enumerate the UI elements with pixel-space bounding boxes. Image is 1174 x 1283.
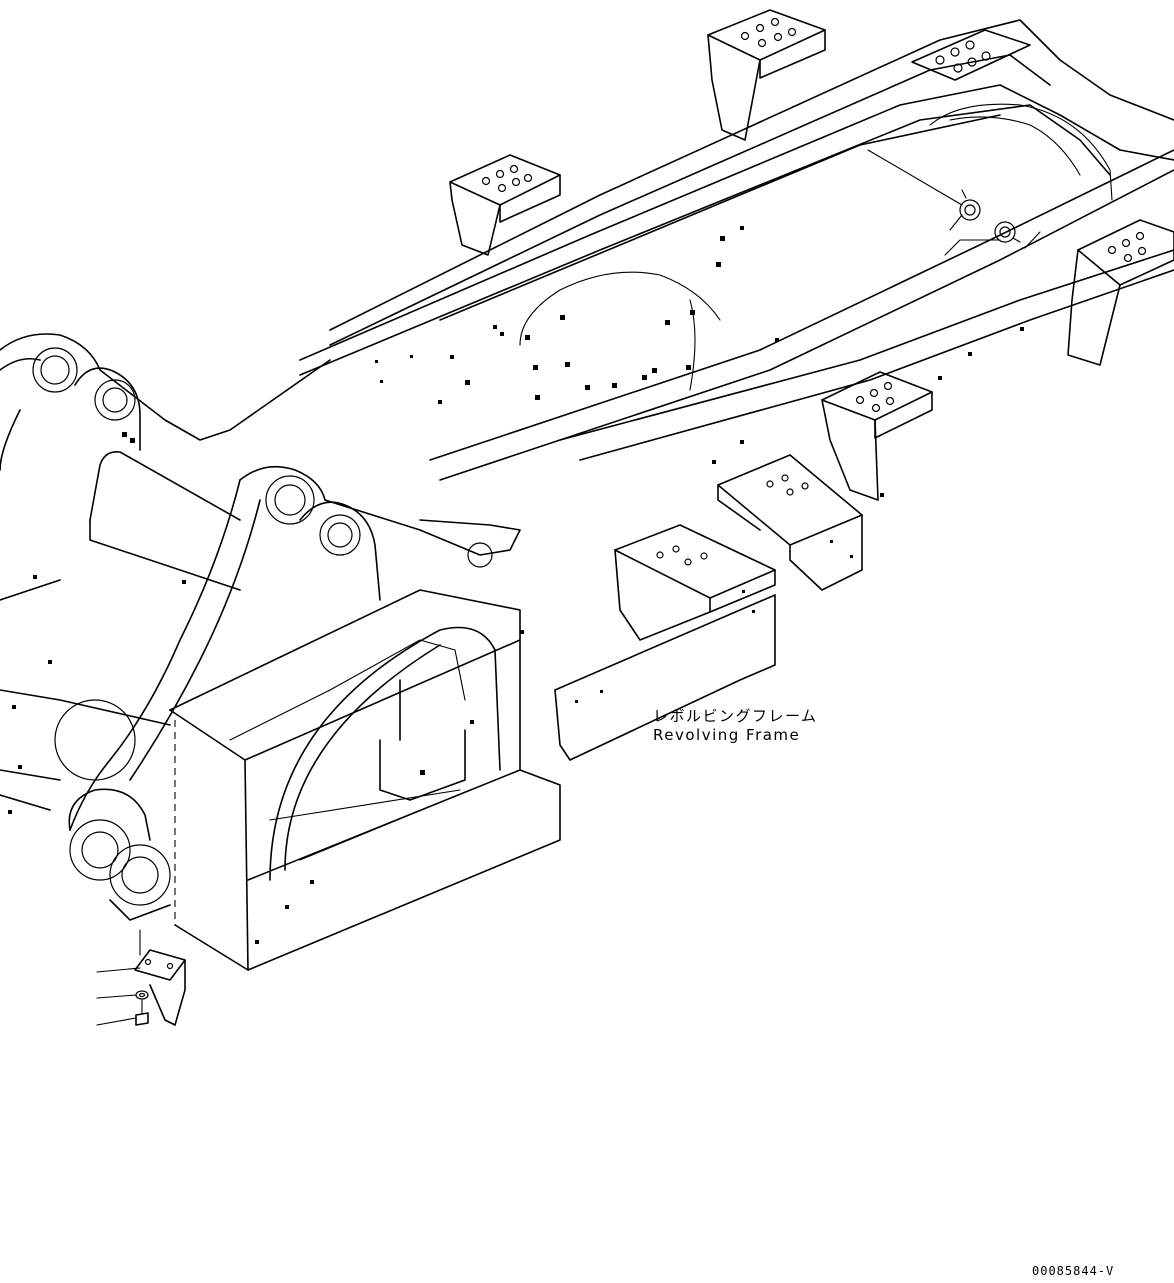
washer-part [135,990,149,1000]
cross-member-center [554,524,776,761]
boom-foot-front [69,465,521,831]
front-housing [169,589,561,971]
frame-label-english: Revolving Frame [653,726,800,744]
mount-pad-3 [911,29,1031,81]
mount-pad-5 [821,371,933,501]
eye-bolt-2 [994,221,1021,243]
mount-pad-1 [449,154,561,256]
eye-bolt-1 [959,189,981,221]
mount-pad-4 [1067,219,1174,366]
drawing-number: 00085844-V [1032,1264,1114,1278]
leader-lines-lower [96,967,141,1026]
boom-foot-rear [0,333,331,591]
upper-main-beam [299,19,1174,376]
bolt-part [135,999,149,1026]
frame-label-japanese: レボルビングフレーム [653,707,818,725]
bolt-hole-dots [8,226,1024,944]
leader-lines-upper [867,149,1041,256]
bracket-part [134,929,186,1026]
mount-pad-2 [707,9,826,141]
left-rail [0,579,171,811]
boom-eye-lower [68,788,171,921]
cross-member-right [717,454,863,591]
lower-right-rail [429,149,1174,481]
